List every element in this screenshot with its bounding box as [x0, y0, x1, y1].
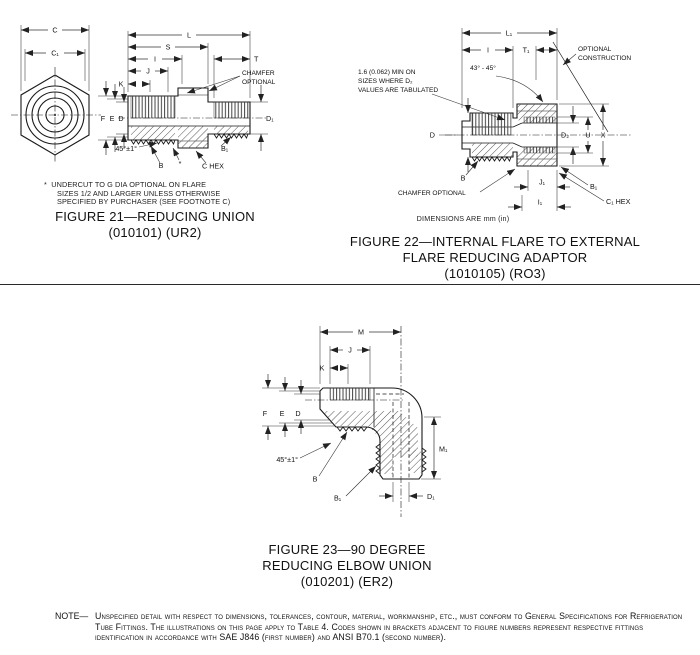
fig21-caption-title: FIGURE 21—REDUCING UNION: [55, 209, 255, 224]
elbow-view: [305, 326, 427, 517]
undercut-star-label: *: [179, 159, 182, 168]
dim-label-b: B: [461, 174, 466, 183]
note-prefix: NOTE—: [55, 611, 89, 621]
dim-label-d: D: [118, 114, 123, 123]
seat-angle-label: 43° - 45°: [470, 64, 496, 72]
fig21-footnote-line2: SIZES 1/2 AND LARGER UNLESS OTHERWISE: [57, 188, 221, 198]
fig23-caption-codes: (010201) (ER2): [300, 574, 394, 589]
fig23-caption-title-line1: FIGURE 23—90 DEGREE: [268, 542, 426, 557]
fig23-caption: FIGURE 23—90 DEGREE REDUCING ELBOW UNION…: [227, 542, 467, 590]
optional-construction-label-1: OPTIONAL: [578, 46, 612, 53]
dim-label-u: U: [585, 131, 590, 140]
dim-label-d1: D₁: [266, 114, 274, 123]
dim-label-b: B: [313, 475, 318, 484]
dim-label-l: L: [187, 30, 191, 39]
hex-front-view: [11, 67, 101, 163]
flare-angle-label: 45°±1°: [276, 455, 298, 464]
fig21-footnote-line1: UNDERCUT TO G DIA OPTIONAL ON FLARE: [51, 180, 207, 189]
note-text: Unspecified detail with respect to dimen…: [95, 611, 683, 643]
dim-label-f: F: [101, 114, 106, 123]
adaptor-dim-lines: [431, 28, 609, 211]
fig23-drawing: M J K F E D 45°±1° B B₁ M₁ D₁: [262, 326, 448, 517]
fig22-caption: FIGURE 22—INTERNAL FLARE TO EXTERNAL FLA…: [345, 234, 645, 282]
dim-label-m1: M₁: [439, 445, 448, 454]
dim-label-k: K: [119, 79, 124, 88]
dim-label-k: K: [320, 363, 325, 372]
flare-angle-label: 45°±1°: [115, 144, 137, 153]
fig22-caption-title-line1: FIGURE 22—INTERNAL FLARE TO EXTERNAL: [349, 234, 641, 249]
dim-label-e: E: [280, 409, 285, 418]
dim-label-s: S: [166, 42, 171, 51]
fig22-caption-title-line2: FLARE REDUCING ADAPTOR: [402, 250, 588, 265]
dim-label-m: M: [358, 327, 364, 336]
dim-label-c1: C₁: [51, 49, 59, 58]
dim-label-f: F: [263, 409, 268, 418]
dim-label-i1: I₁: [538, 198, 543, 207]
fig22-drawing: L₁ I T₁ 43° - 45° OPTIONAL CONSTRUCTION …: [358, 28, 632, 211]
dim-label-d2: D₂: [561, 131, 569, 140]
chamfer-optional-label-2: OPTIONAL: [242, 79, 276, 86]
elbow-dim-lines: [262, 326, 441, 502]
dim-label-i: I: [487, 45, 489, 54]
hex-front-dims: [20, 25, 90, 91]
fig21-caption: FIGURE 21—REDUCING UNION (010101) (UR2): [40, 209, 270, 241]
dim-label-j: J: [146, 66, 150, 75]
dim-label-d: D: [430, 131, 435, 140]
fig22-caption-codes: (1010105) (RO3): [444, 266, 546, 281]
dim-label-c: C: [52, 26, 57, 35]
section-divider: [0, 284, 700, 286]
dim-label-d: D: [295, 409, 300, 418]
fig23-caption-title-line2: REDUCING ELBOW UNION: [262, 558, 432, 573]
dim-label-x: X: [601, 131, 606, 140]
dim-label-b1: B₁: [221, 144, 229, 153]
min-wall-note-line1: 1.6 (0.062) MIN ON: [358, 69, 416, 76]
fig21-footnote: * UNDERCUT TO G DIA OPTIONAL ON FLARE SI…: [44, 180, 284, 207]
dim-label-b: B: [159, 161, 164, 170]
dim-label-e: E: [110, 114, 115, 123]
fig22-units-note: DIMENSIONS ARE mm (in): [416, 214, 510, 223]
footnote-marker: *: [44, 180, 47, 189]
chamfer-optional-label-1: CHAMFER: [242, 70, 275, 77]
dim-label-j: J: [348, 345, 352, 354]
fig21-footnote-line3: SPECIFIED BY PURCHASER (SEE FOOTNOTE C): [57, 197, 231, 207]
dim-label-b1: B₁: [590, 182, 598, 191]
dim-label-l1: L₁: [506, 28, 513, 37]
dim-label-d1: D₁: [427, 492, 435, 501]
dim-label-j1: J₁: [539, 178, 546, 187]
fig21-drawing: C C₁: [11, 25, 276, 171]
general-note: NOTE— Unspecified detail with respect to…: [55, 611, 697, 643]
chamfer-optional-label: CHAMFER OPTIONAL: [398, 190, 466, 197]
union-dim-lines: [98, 31, 268, 164]
min-wall-note-line2: SIZES WHERE D₂: [358, 78, 413, 85]
min-wall-note-line3: VALUES ARE TABULATED: [358, 87, 438, 94]
optional-construction-label-2: CONSTRUCTION: [578, 55, 631, 62]
dim-label-chex: C HEX: [202, 162, 224, 171]
dim-label-t1: T₁: [523, 45, 530, 54]
dim-label-c1hex: C₁ HEX: [606, 197, 631, 206]
union-side-view: [118, 87, 266, 149]
fig21-caption-codes: (010101) (UR2): [108, 225, 202, 240]
dim-label-i: I: [154, 54, 156, 63]
dim-label-b1: B₁: [334, 494, 342, 503]
dim-label-t: T: [254, 54, 259, 63]
